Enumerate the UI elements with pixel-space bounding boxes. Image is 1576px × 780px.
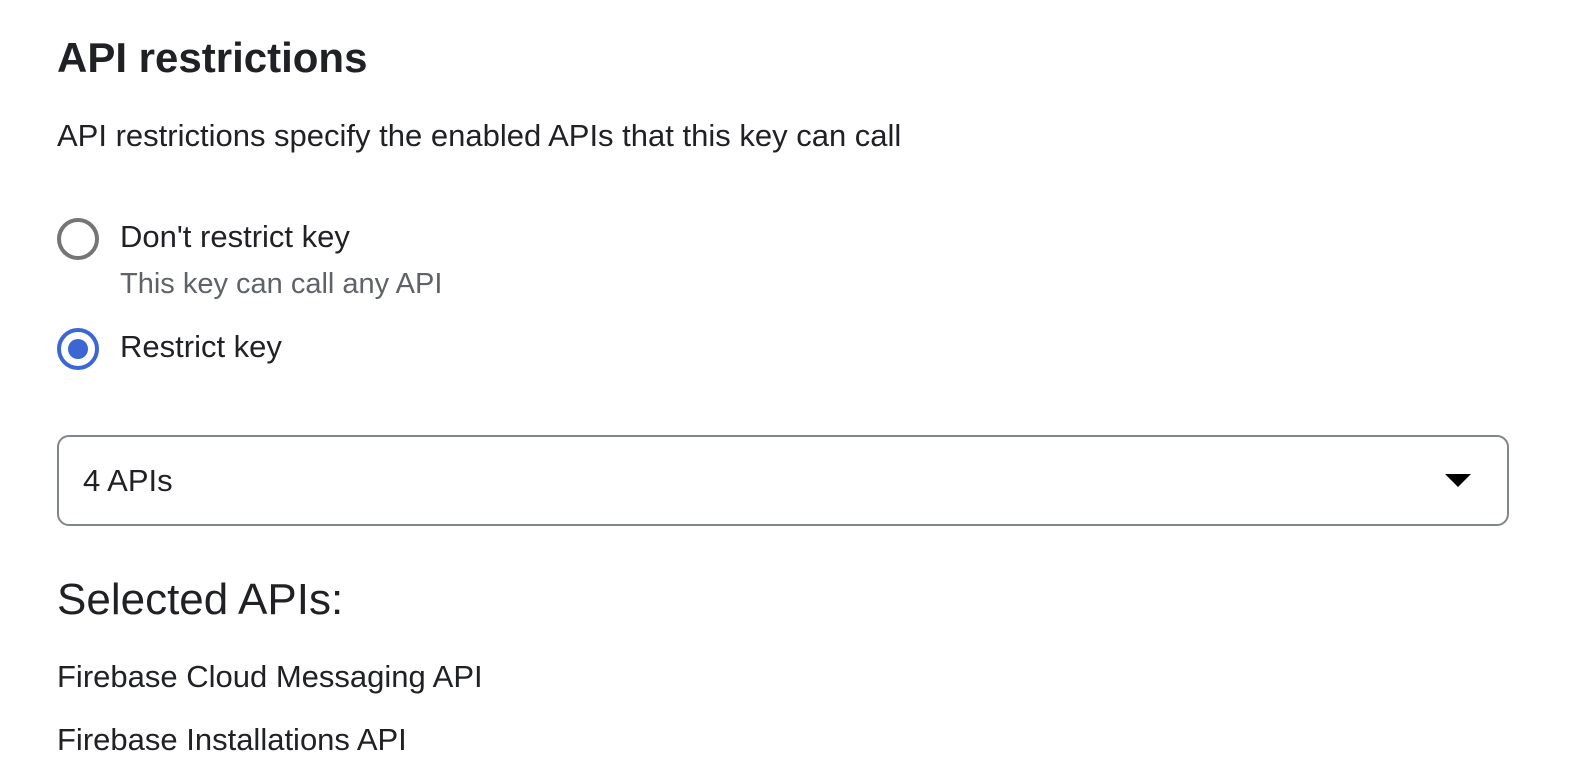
dropdown-value: 4 APIs	[83, 463, 173, 498]
section-description: API restrictions specify the enabled API…	[57, 118, 902, 153]
list-item: Firebase Cloud Messaging API	[57, 659, 483, 694]
list-item: Firebase Installations API	[57, 722, 407, 757]
radio-label-dont-restrict[interactable]: Don't restrict key	[120, 219, 350, 254]
section-title: API restrictions	[57, 34, 368, 81]
radio-sublabel: This key can call any API	[120, 268, 443, 300]
dropdown-arrow-icon	[1445, 474, 1471, 487]
selected-apis-heading: Selected APIs:	[57, 575, 344, 624]
radio-dont-restrict-key[interactable]	[57, 218, 99, 260]
api-select-dropdown[interactable]: 4 APIs	[57, 435, 1509, 526]
radio-restrict-key[interactable]	[57, 328, 99, 370]
radio-label-restrict[interactable]: Restrict key	[120, 329, 282, 364]
